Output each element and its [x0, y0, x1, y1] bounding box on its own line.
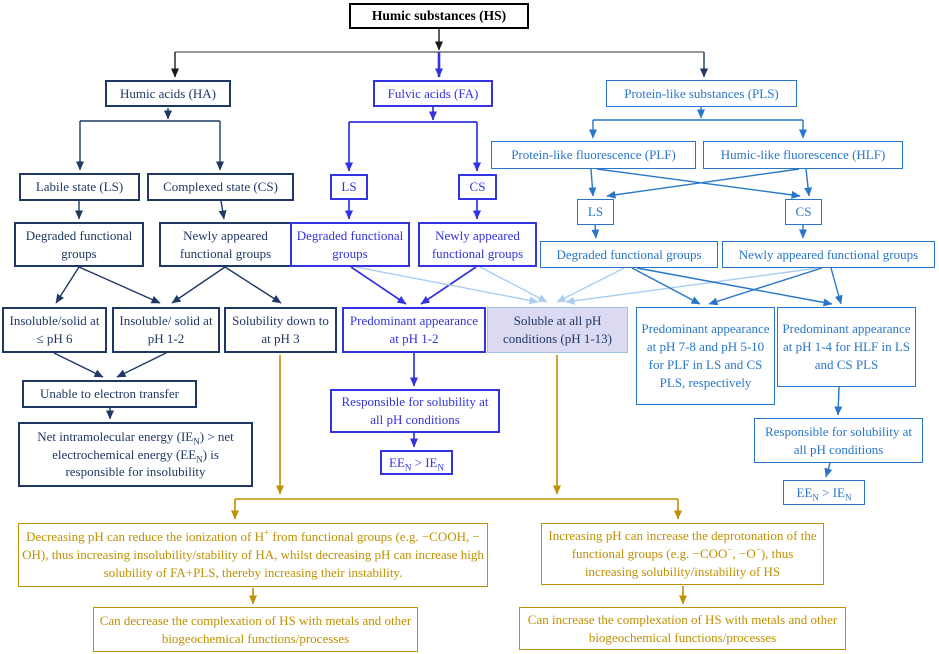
box-net-intramolecular-energy: Net intramolecular energy (IEN) > net el… [18, 422, 253, 487]
box-degraded-groups-pls: Degraded functional groups [540, 241, 718, 268]
connector-pls-branch [588, 107, 843, 478]
box-decrease-complexation: Can decrease the complexation of HS with… [93, 607, 418, 652]
box-protein-like-fluorescence: Protein-like fluorescence (PLF) [491, 141, 696, 169]
box-predominant-ph1-4: Predominant appearance at pH 1-4 for HLF… [777, 307, 916, 387]
box-ls-pls: LS [577, 199, 614, 225]
connector-pale-to-soluble [355, 266, 819, 305]
box-humic-like-fluorescence: Humic-like fluorescence (HLF) [703, 141, 903, 169]
box-unable-electron-transfer: Unable to electron transfer [22, 380, 197, 408]
box-ls-fa: LS [330, 174, 368, 200]
box-solubility-ph3: Solubility down to at pH 3 [224, 307, 337, 353]
box-increasing-ph-effect: Increasing pH can increase the deprotona… [541, 523, 824, 585]
connector-ha-branch [53, 108, 282, 420]
box-humic-substances: Humic substances (HS) [349, 3, 529, 29]
connector-fa-branch [345, 107, 481, 448]
box-newly-appeared-groups-pls: Newly appeared functional groups [722, 241, 935, 268]
box-complexed-state-ha: Complexed state (CS) [147, 173, 294, 201]
box-fulvic-acids: Fulvic acids (FA) [373, 80, 493, 107]
box-newly-appeared-groups-fa: Newly appeared functional groups [418, 222, 537, 267]
connector-top-split [171, 29, 708, 78]
box-degraded-groups-ha: Degraded functional groups [14, 222, 144, 267]
connector-gold-ph-effects [231, 355, 687, 605]
box-insoluble-ph6: Insoluble/solid at ≤ pH 6 [2, 307, 107, 353]
box-cs-fa: CS [458, 174, 497, 200]
box-responsible-solubility-pls: Responsible for solubility at all pH con… [754, 418, 923, 463]
box-labile-state-ha: Labile state (LS) [19, 173, 140, 201]
box-predominant-ph7-8: Predominant appearance at pH 7-8 and pH … [636, 307, 775, 405]
box-degraded-groups-fa: Degraded functional groups [290, 222, 410, 267]
box-protein-like-substances: Protein-like substances (PLS) [606, 80, 797, 107]
box-insoluble-ph1-2: Insoluble/ solid at pH 1-2 [112, 307, 220, 353]
box-newly-appeared-groups-ha: Newly appeared functional groups [159, 222, 292, 267]
box-humic-acids: Humic acids (HA) [105, 80, 231, 107]
box-responsible-solubility-fa: Responsible for solubility at all pH con… [330, 389, 500, 433]
box-soluble-all-ph: Soluble at all pH conditions (pH 1-13) [487, 307, 628, 353]
box-increase-complexation: Can increase the complexation of HS with… [519, 607, 846, 650]
box-cs-pls: CS [785, 199, 822, 225]
box-een-gt-ien-fa: EEN > IEN [380, 450, 453, 475]
box-predominant-ph1-2: Predominant appearance at pH 1-2 [342, 307, 486, 353]
box-decreasing-ph-effect: Decreasing pH can reduce the ionization … [18, 523, 488, 587]
box-een-gt-ien-pls: EEN > IEN [783, 480, 865, 505]
